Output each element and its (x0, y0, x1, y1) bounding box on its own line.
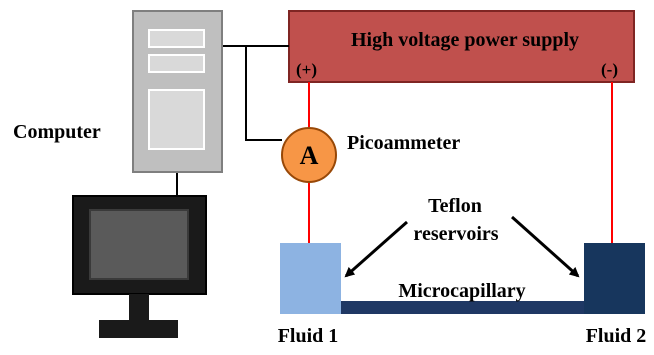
picoammeter-label: Picoammeter (347, 132, 460, 154)
drive-bay-2 (148, 54, 205, 73)
monitor-screen (89, 209, 189, 280)
power-supply-label: High voltage power supply (351, 29, 579, 51)
drive-bay-1 (148, 29, 205, 48)
fluid-2-label: Fluid 2 (586, 325, 647, 347)
microcapillary-channel (341, 301, 584, 314)
negative-terminal-label: (-) (601, 60, 618, 79)
arrow-to-fluid-1-reservoir (344, 220, 408, 278)
fluid-1-reservoir (280, 243, 341, 314)
reservoirs-label-line-1: Teflon (428, 195, 482, 217)
computer-to-ammeter-wire (245, 46, 282, 141)
picoammeter-symbol-letter: A (300, 141, 319, 170)
positive-terminal-label: (+) (296, 60, 317, 79)
microcapillary-label: Microcapillary (398, 280, 525, 302)
monitor-base (99, 320, 178, 338)
fluid-1-label: Fluid 1 (278, 325, 339, 347)
tower-panel (148, 89, 205, 150)
fluid-2-reservoir (584, 243, 645, 314)
picoammeter-symbol (281, 127, 337, 183)
arrow-to-fluid-2-reservoir (511, 215, 580, 278)
reservoirs-label-line-2: reservoirs (413, 223, 498, 245)
power-supply-box (288, 10, 635, 83)
computer-label: Computer (13, 121, 101, 143)
monitor-neck (129, 294, 149, 320)
